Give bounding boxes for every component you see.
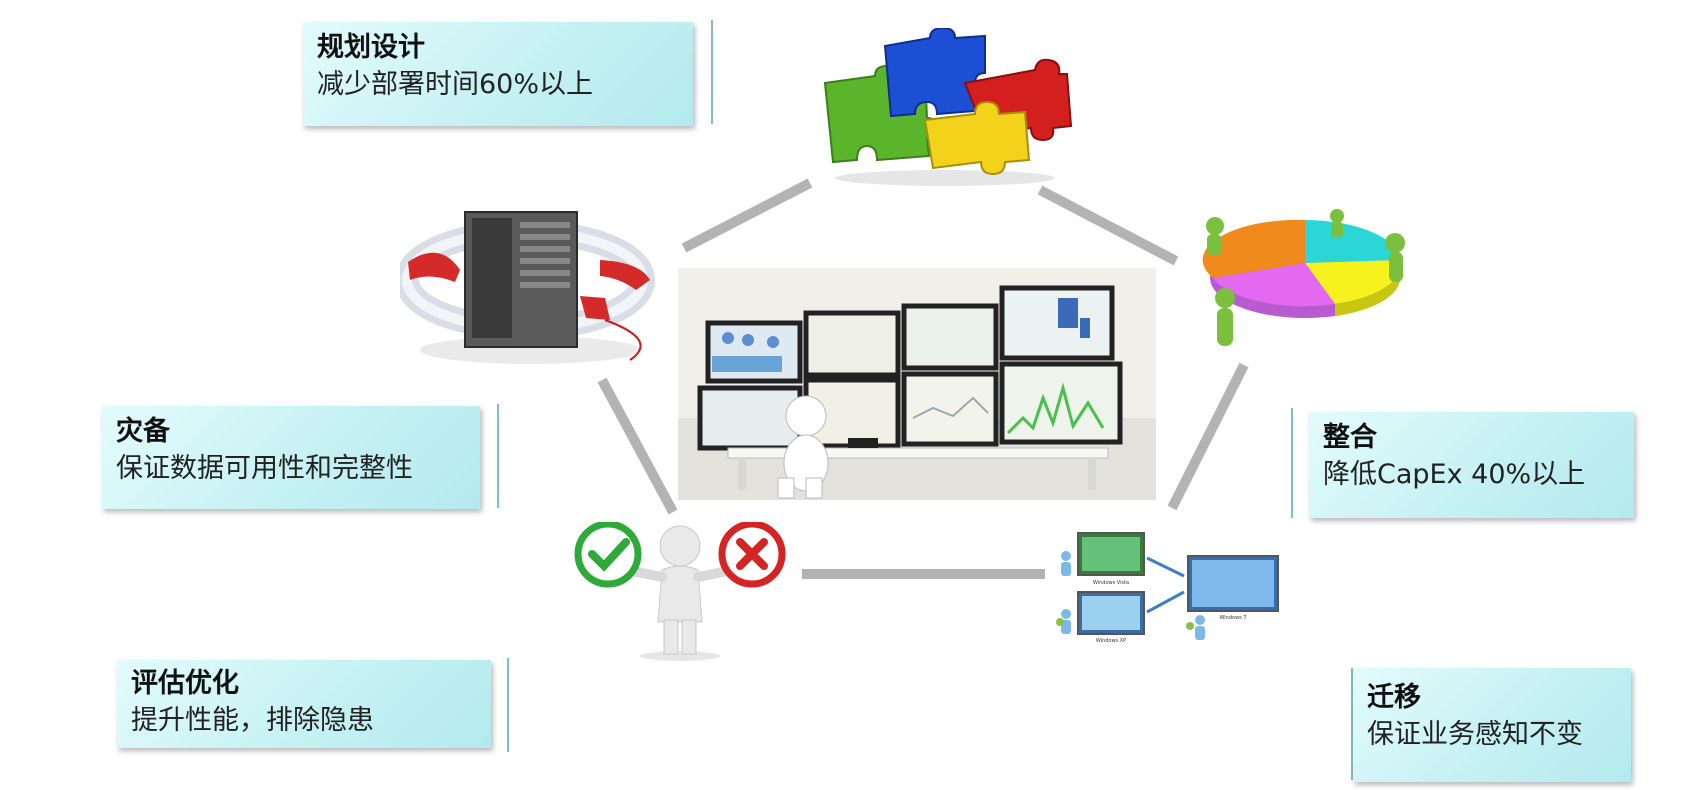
check-cross-person-icon — [574, 522, 786, 661]
pentagon-connectors — [597, 178, 1249, 579]
card-planning: 规划设计 减少部署时间60%以上 — [303, 22, 693, 126]
card-dr-desc: 保证数据可用性和完整性 — [116, 453, 413, 484]
card-integrate: 整合 降低CapEx 40%以上 — [1309, 412, 1634, 518]
windows-migration-icon: Windows Vista Windows XP Windows 7 — [1056, 532, 1279, 644]
connector-top-right — [1037, 185, 1179, 266]
card-planning-title: 规划设计 — [317, 32, 425, 63]
card-assess-title: 评估优化 — [131, 668, 239, 699]
card-integrate-desc: 降低CapEx 40%以上 — [1323, 459, 1586, 490]
connector-left — [597, 377, 678, 515]
server-lifebuoy-icon — [400, 211, 655, 364]
card-assess: 评估优化 提升性能，排除隐患 — [117, 660, 491, 748]
migration-label-vista: Windows Vista — [1093, 580, 1129, 586]
migration-label-seven: Windows 7 — [1219, 615, 1246, 621]
card-integrate-title: 整合 — [1323, 422, 1377, 453]
card-planning-desc: 减少部署时间60%以上 — [317, 69, 594, 100]
card-migrate-title: 迁移 — [1367, 682, 1421, 713]
pie-team-icon — [1202, 209, 1405, 346]
card-dr-title: 灾备 — [116, 416, 170, 447]
control-room-icon — [678, 268, 1156, 500]
puzzle-icon — [823, 28, 1073, 186]
card-migrate-desc: 保证业务感知不变 — [1367, 719, 1583, 750]
leader-lines — [497, 20, 1353, 780]
migration-label-xp: Windows XP — [1096, 638, 1126, 644]
card-dr: 灾备 保证数据可用性和完整性 — [102, 406, 480, 509]
card-migrate: 迁移 保证业务感知不变 — [1353, 668, 1631, 782]
connector-right — [1167, 362, 1249, 511]
card-assess-desc: 提升性能，排除隐患 — [131, 705, 374, 736]
connector-top-left — [681, 178, 813, 253]
